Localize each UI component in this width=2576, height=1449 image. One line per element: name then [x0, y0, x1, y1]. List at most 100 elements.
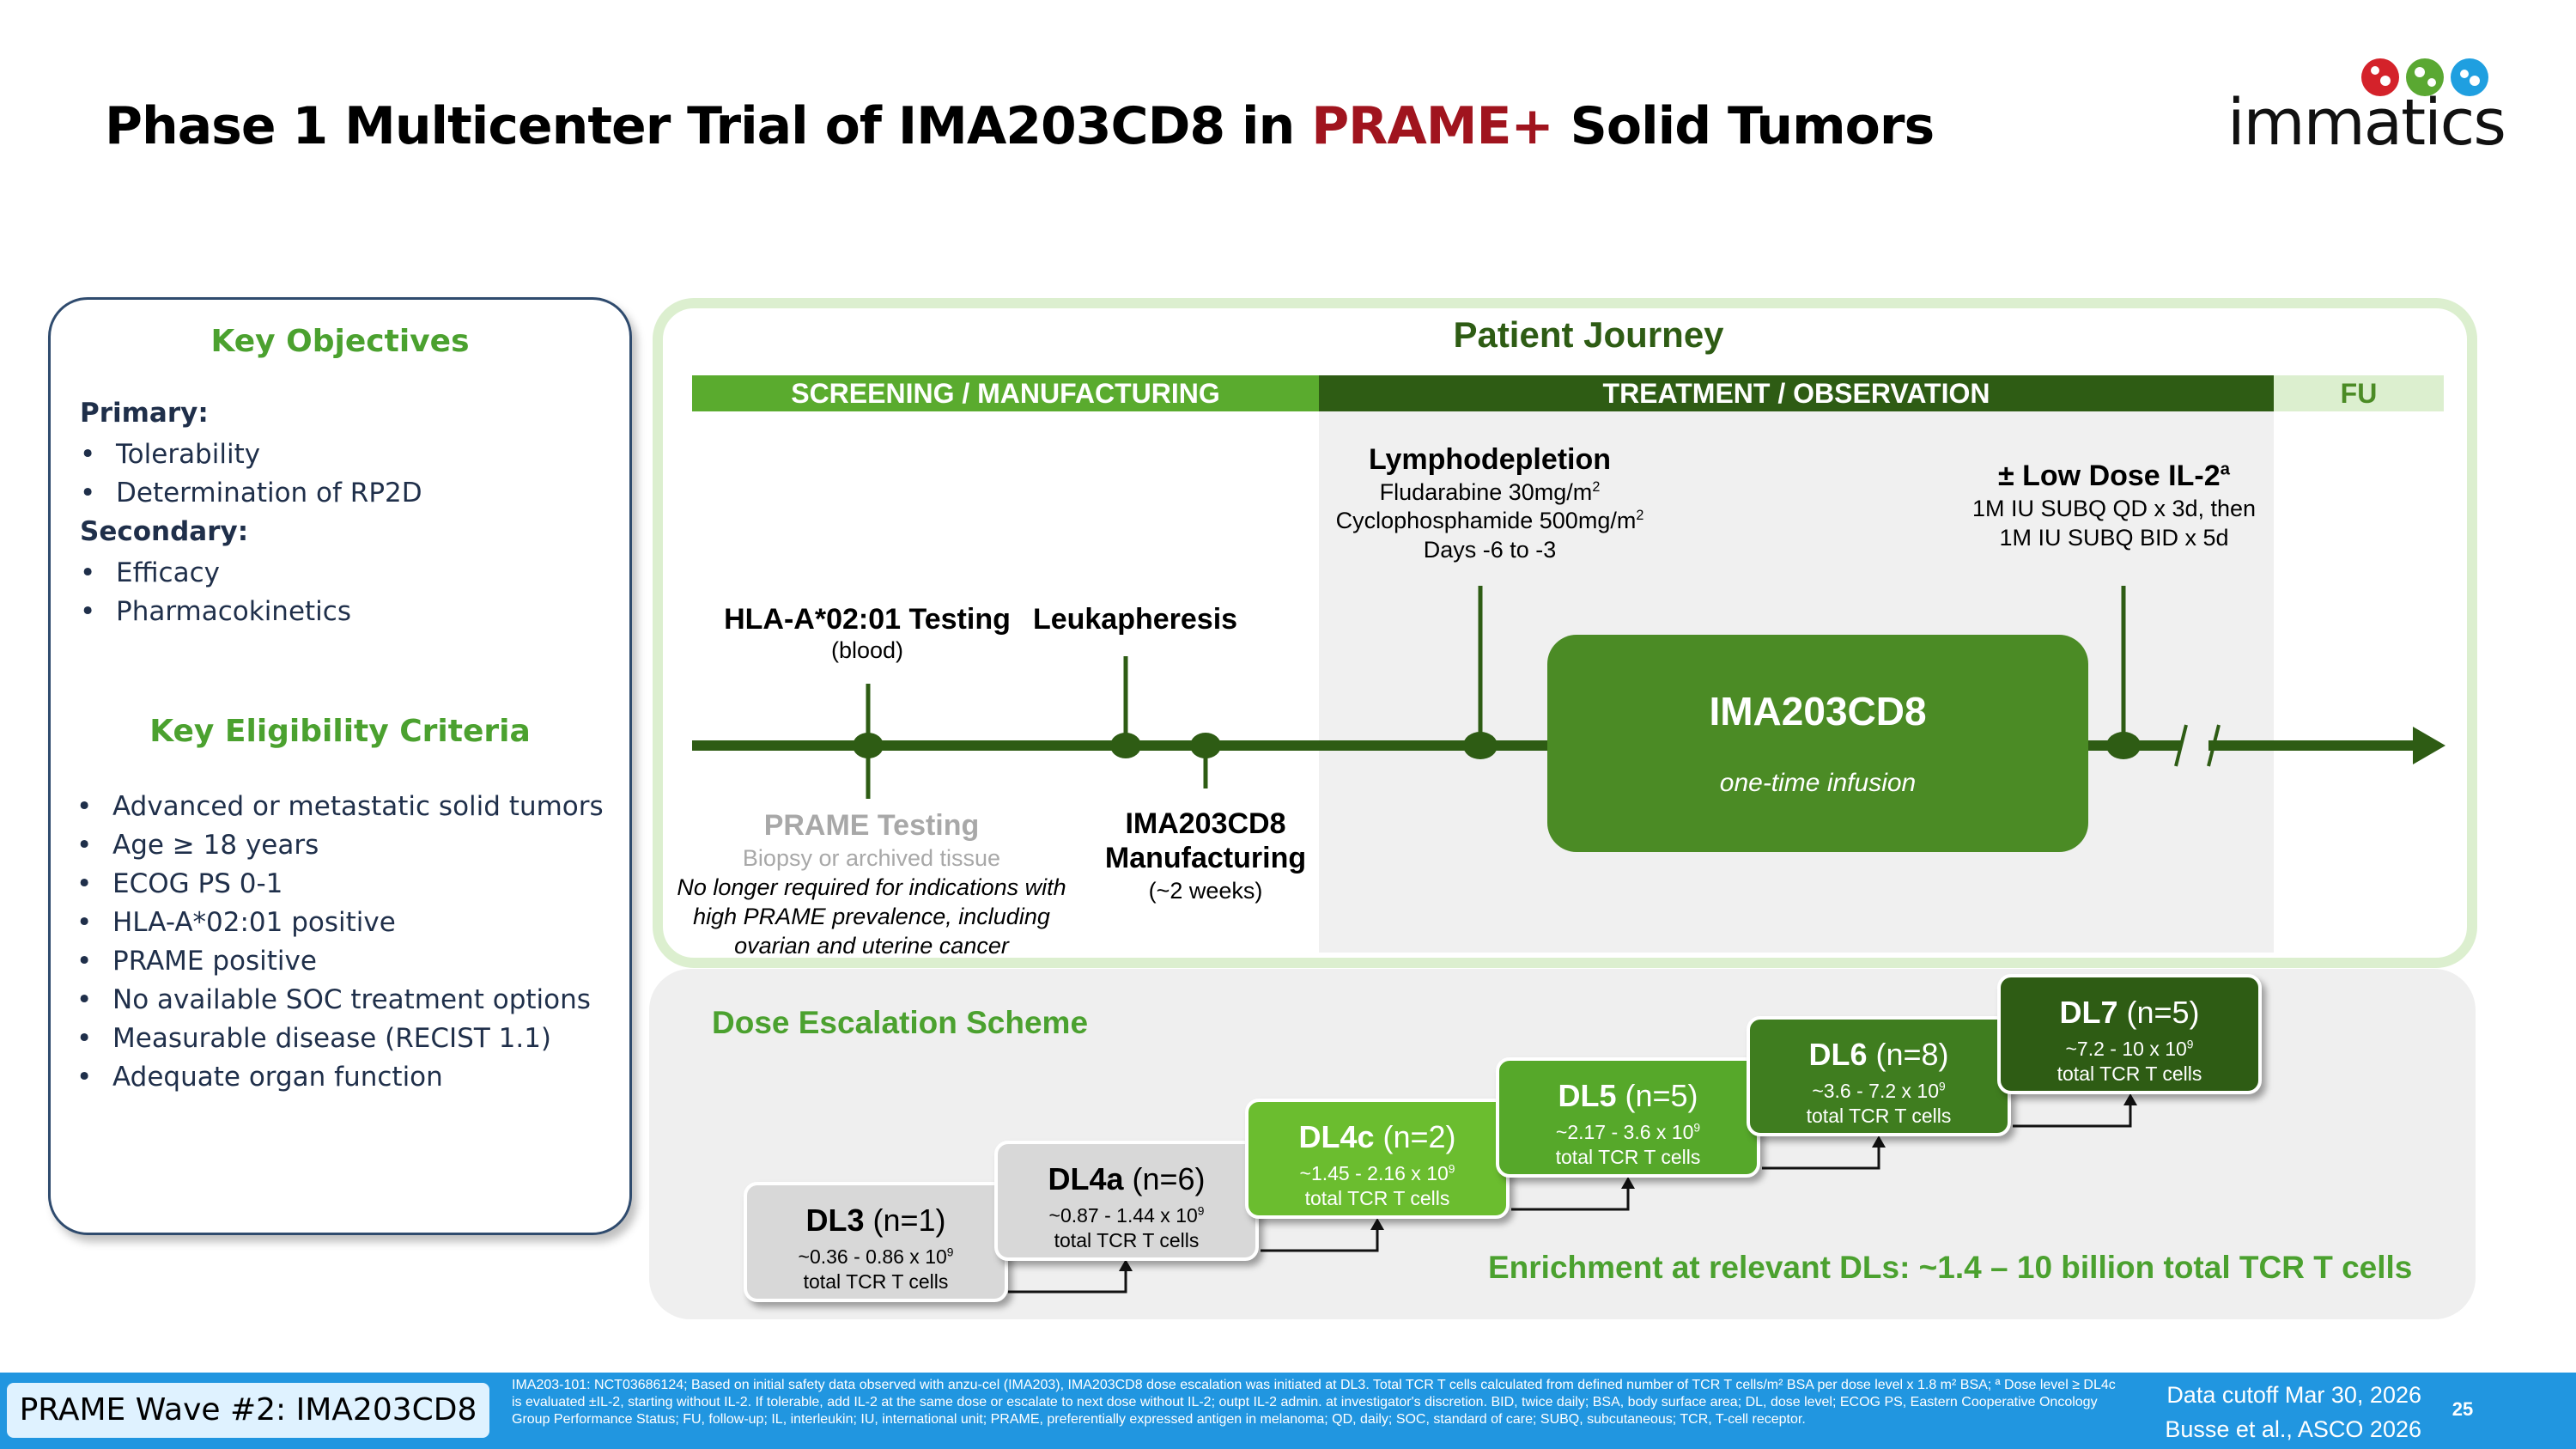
- primary-label: Primary:: [80, 398, 209, 429]
- il2-label: ± Low Dose IL-2a: [1942, 460, 2286, 493]
- dose-level-dl3: DL3 (n=1) ~0.36 - 0.86 x 109 total TCR T…: [744, 1182, 1008, 1302]
- dl-n: (n=1): [872, 1202, 946, 1238]
- list-item: No available SOC treatment options: [76, 981, 604, 1020]
- dl-unit: total TCR T cells: [1555, 1146, 1701, 1168]
- il2-title: ± Low Dose IL-2: [1998, 460, 2221, 492]
- enrichment-note: Enrichment at relevant DLs: ~1.4 – 10 bi…: [1488, 1250, 2413, 1285]
- citation: Busse et al., ASCO 2026: [2165, 1416, 2421, 1442]
- list-item: Pharmacokinetics: [80, 593, 351, 631]
- dl-unit: total TCR T cells: [1304, 1187, 1450, 1209]
- page-number: 25: [2451, 1398, 2474, 1420]
- connector: [2013, 1104, 2132, 1128]
- list-item: Determination of RP2D: [80, 474, 422, 513]
- slide-title: Phase 1 Multicenter Trial of IMA203CD8 i…: [105, 96, 1935, 156]
- dl-name: DL6: [1808, 1037, 1868, 1072]
- list-item: Adequate organ function: [76, 1058, 604, 1097]
- dl-name: DL5: [1558, 1078, 1617, 1113]
- lymphodepletion-marker: [1463, 732, 1498, 759]
- footnote: IMA203-101: NCT03686124; Based on initia…: [512, 1378, 2116, 1427]
- key-objectives-heading: Key Objectives: [210, 324, 470, 359]
- dose-level-dl6: DL6 (n=8) ~3.6 - 7.2 x 109 total TCR T c…: [1747, 1016, 2011, 1136]
- primary-list: Tolerability Determination of RP2D: [80, 435, 422, 513]
- dl-n: (n=8): [1875, 1037, 1949, 1072]
- lymphodepletion-label: Lymphodepletion: [1368, 443, 1612, 476]
- dl-exp: 9: [1939, 1080, 1946, 1093]
- lymphodepletion-drug-2: Cyclophosphamide 500mg/m2: [1275, 508, 1704, 534]
- cutoff-date: Data cutoff Mar 30, 2026: [2166, 1382, 2421, 1408]
- phase-screening: SCREENING / MANUFACTURING: [692, 375, 1319, 411]
- dl-unit: total TCR T cells: [1806, 1105, 1952, 1127]
- lympho-sup: 2: [1636, 508, 1644, 523]
- dl-unit: total TCR T cells: [1054, 1229, 1200, 1251]
- il2-dose-2: 1M IU SUBQ BID x 5d: [1999, 525, 2229, 551]
- prame-note-line: ovarian and uterine cancer: [734, 933, 1009, 959]
- manufacturing-title-2: Manufacturing: [1104, 842, 1307, 874]
- list-item: Efficacy: [80, 554, 351, 593]
- lympho-line: Cyclophosphamide 500mg/m: [1335, 508, 1637, 533]
- prame-note-line: high PRAME prevalence, including: [693, 904, 1050, 929]
- eligibility-heading: Key Eligibility Criteria: [149, 714, 531, 749]
- phase-followup: FU: [2274, 375, 2444, 411]
- dl-range: ~2.17 - 3.6 x 10: [1555, 1121, 1694, 1143]
- prame-testing-label: PRAME Testing: [763, 809, 980, 842]
- axis-break-2: [2207, 724, 2221, 767]
- hla-marker: [853, 733, 884, 758]
- list-item: Tolerability: [80, 435, 422, 474]
- dl-n: (n=2): [1382, 1119, 1456, 1154]
- dose-level-dl4c: DL4c (n=2) ~1.45 - 2.16 x 109 total TCR …: [1245, 1099, 1510, 1219]
- patient-journey-title: Patient Journey: [1453, 314, 1724, 355]
- dl-exp: 9: [1197, 1204, 1205, 1218]
- list-item: Age ≥ 18 years: [76, 826, 604, 865]
- dl-range: ~3.6 - 7.2 x 10: [1812, 1080, 1939, 1102]
- dl-range: ~0.36 - 0.86 x 10: [798, 1245, 947, 1268]
- prame-testing-note: No longer required for indications with …: [657, 873, 1086, 960]
- title-part1: Phase 1 Multicenter Trial of IMA203CD8 i…: [105, 96, 1295, 156]
- dl-n: (n=5): [2126, 995, 2200, 1030]
- dose-level-dl5: DL5 (n=5) ~2.17 - 3.6 x 109 total TCR T …: [1496, 1057, 1760, 1178]
- dl-name: DL4a: [1048, 1161, 1124, 1196]
- connector: [1008, 1269, 1127, 1294]
- eligibility-list: Advanced or metastatic solid tumors Age …: [76, 788, 604, 1097]
- secondary-list: Efficacy Pharmacokinetics: [80, 554, 351, 631]
- dl-unit: total TCR T cells: [2057, 1062, 2202, 1085]
- leukapheresis-marker: [1110, 733, 1141, 758]
- il2-marker: [2106, 732, 2141, 759]
- dl-exp: 9: [2186, 1038, 2194, 1051]
- dl-exp: 9: [1693, 1121, 1701, 1135]
- company-logo: immatics: [2227, 86, 2506, 160]
- manufacturing-marker: [1190, 733, 1221, 758]
- dl-n: (n=5): [1625, 1078, 1698, 1113]
- prame-note-line: No longer required for indications with: [677, 874, 1066, 900]
- dose-level-dl7: DL7 (n=5) ~7.2 - 10 x 109 total TCR T ce…: [1997, 974, 2262, 1094]
- title-highlight: PRAME+: [1311, 96, 1554, 156]
- hla-testing-label: HLA-A*02:01 Testing: [724, 603, 1011, 636]
- dl-n: (n=6): [1132, 1161, 1206, 1196]
- timeline-arrowhead: [2413, 727, 2445, 764]
- prame-testing-sub: Biopsy or archived tissue: [742, 845, 1001, 871]
- infusion-subtitle: one-time infusion: [1719, 769, 1917, 797]
- dl-range: ~1.45 - 2.16 x 10: [1299, 1162, 1449, 1184]
- logo-dots-icon: [2361, 58, 2488, 96]
- il2-sup: a: [2220, 460, 2230, 479]
- lymphodepletion-days: Days -6 to -3: [1423, 537, 1557, 563]
- list-item: PRAME positive: [76, 942, 604, 981]
- hla-testing-sub: (blood): [830, 637, 904, 663]
- list-item: Measurable disease (RECIST 1.1): [76, 1020, 604, 1058]
- dl-range: ~0.87 - 1.44 x 10: [1048, 1204, 1198, 1227]
- axis-break-1: [2174, 724, 2188, 767]
- dl-exp: 9: [946, 1245, 954, 1259]
- lymphodepletion-drug-1: Fludarabine 30mg/m2: [1318, 479, 1662, 506]
- objectives-panel: Key Objectives Primary: Tolerability Det…: [48, 297, 632, 1235]
- connector: [1762, 1146, 1880, 1170]
- list-item: HLA-A*02:01 positive: [76, 904, 604, 942]
- leukapheresis-label: Leukapheresis: [1032, 603, 1238, 636]
- manufacturing-sub: (~2 weeks): [1148, 878, 1263, 904]
- connector: [1511, 1187, 1630, 1211]
- dose-level-dl4a: DL4a (n=6) ~0.87 - 1.44 x 109 total TCR …: [994, 1141, 1259, 1261]
- infusion-box: IMA203CD8 one-time infusion: [1547, 635, 2088, 852]
- list-item: ECOG PS 0-1: [76, 865, 604, 904]
- phase-treatment: TREATMENT / OBSERVATION: [1319, 375, 2274, 411]
- infusion-name: IMA203CD8: [1709, 689, 1927, 734]
- dl-name: DL7: [2059, 995, 2118, 1030]
